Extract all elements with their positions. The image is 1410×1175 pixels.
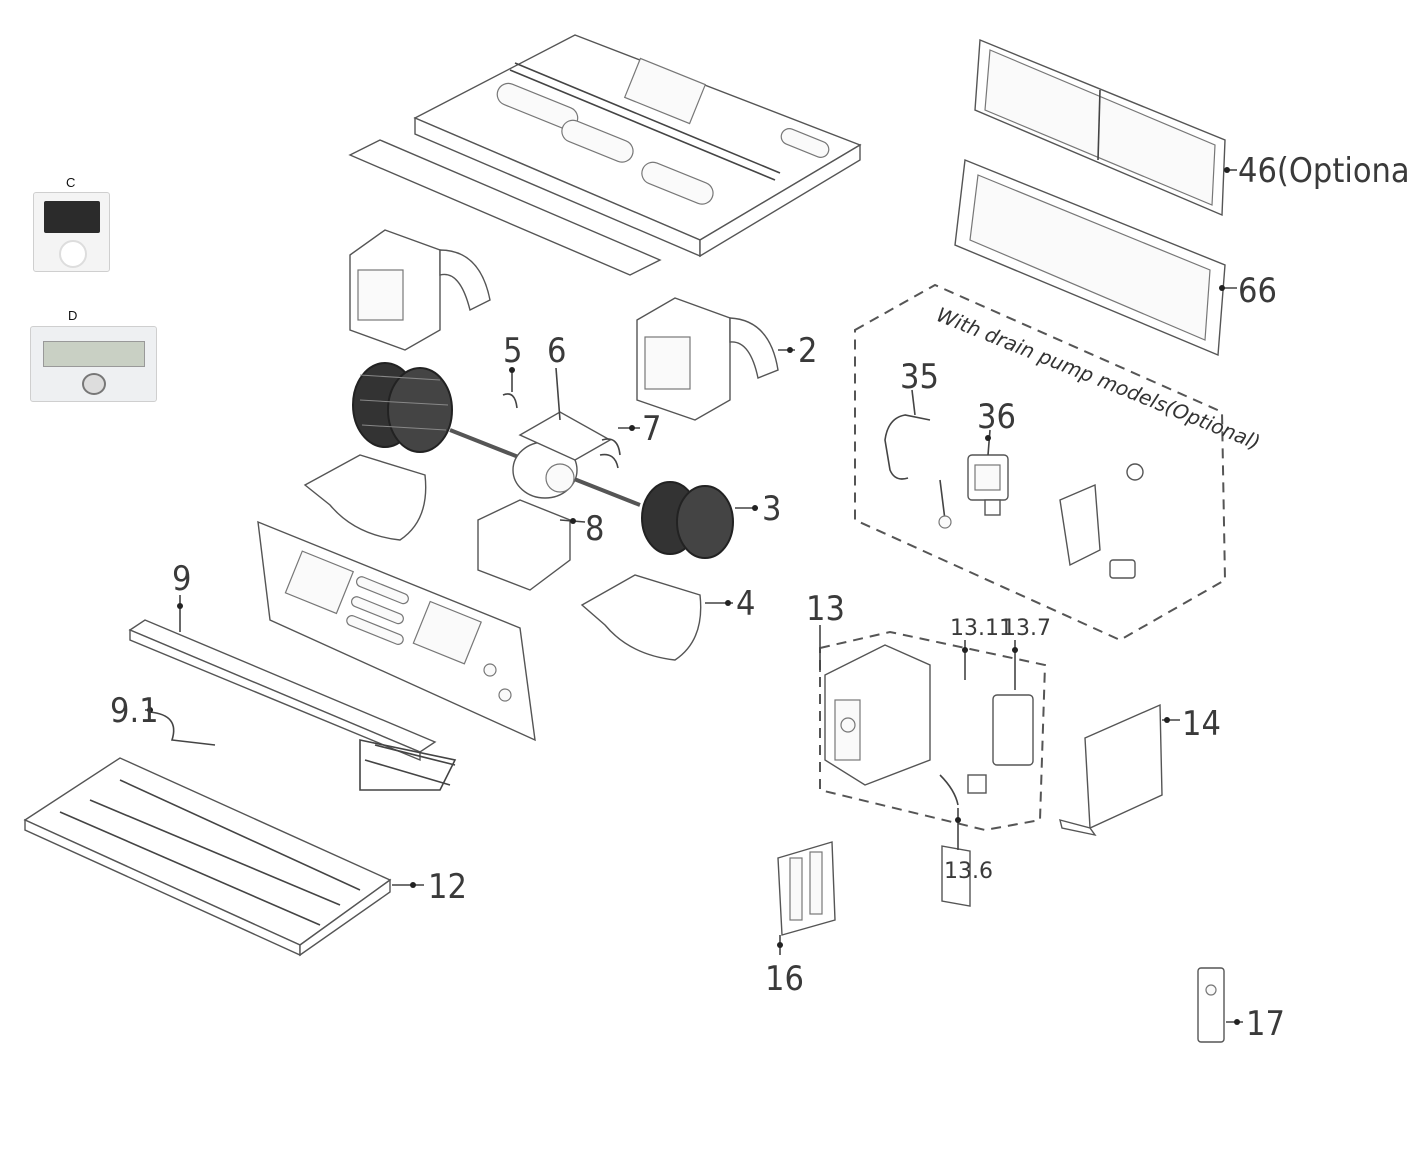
label-16: 16 [765, 959, 804, 999]
clip-5 [502, 393, 518, 409]
label-6: 6 [547, 331, 566, 371]
label-14: 14 [1182, 704, 1221, 744]
fan-housing-upper-right [636, 297, 779, 421]
evaporator-coil [128, 619, 457, 791]
controller-dial [59, 240, 87, 268]
label-66: 66 [1238, 271, 1277, 311]
label-46: 46(Optional) [1238, 151, 1410, 191]
clip-7 [601, 438, 621, 456]
label-9-1: 9.1 [110, 691, 159, 731]
controller-lcd [43, 341, 145, 367]
label-13: 13 [806, 589, 845, 629]
controller-center-button [82, 373, 106, 395]
label-9: 9 [172, 559, 191, 599]
drain-pump [967, 454, 1009, 516]
top-cover-plate [413, 34, 862, 258]
label-36: 36 [977, 397, 1016, 437]
motor-bracket [477, 499, 571, 591]
terminal-block [967, 774, 987, 794]
air-filter [974, 38, 1226, 217]
label-3: 3 [762, 489, 781, 529]
control-box-cover [1059, 703, 1163, 837]
pcb-13-11 [941, 845, 971, 907]
fan-housing-upper-left [349, 229, 491, 351]
label-13-7: 13.7 [1002, 616, 1051, 641]
cover-strip [348, 139, 662, 276]
controller-screen [44, 201, 100, 233]
front-panel [257, 520, 536, 742]
drain-pump-group-outline [854, 283, 1227, 642]
blower-wheel-left [352, 362, 453, 453]
temperature-sensor [149, 711, 216, 746]
pump-bracket [1059, 483, 1101, 567]
wired-controller-d-thumbnail [30, 326, 157, 402]
control-box-group-outline [819, 630, 1047, 832]
label-4: 4 [736, 584, 755, 624]
wire-13-6 [939, 774, 959, 806]
leader-lines [145, 167, 1243, 1025]
label-2: 2 [798, 331, 817, 371]
display-board [777, 841, 836, 936]
label-7: 7 [642, 409, 661, 449]
drain-hose [884, 414, 931, 480]
thumbnail-d-label: D [68, 308, 78, 323]
label-13-6: 13.6 [944, 859, 993, 884]
label-8: 8 [585, 509, 604, 549]
label-13-11: 13.11 [950, 616, 1013, 641]
wired-controller-c-thumbnail [33, 192, 110, 272]
label-5: 5 [503, 331, 522, 371]
label-12: 12 [428, 867, 467, 907]
float-switch [1126, 463, 1144, 481]
electric-control-box [824, 644, 931, 786]
fan-volute-lower-left [303, 454, 427, 541]
remote-controller [1197, 967, 1225, 1043]
filter-frame [954, 159, 1226, 357]
transformer-13-7 [992, 694, 1034, 766]
blower-wheel-right [641, 481, 734, 559]
label-35: 35 [900, 357, 939, 397]
drain-fitting [1109, 559, 1136, 579]
drain-pan [23, 757, 392, 957]
label-17: 17 [1246, 1004, 1285, 1044]
thumbnail-c-label: C [66, 175, 76, 190]
fan-motor-assembly [449, 411, 641, 507]
fan-volute-lower-right [580, 574, 702, 661]
